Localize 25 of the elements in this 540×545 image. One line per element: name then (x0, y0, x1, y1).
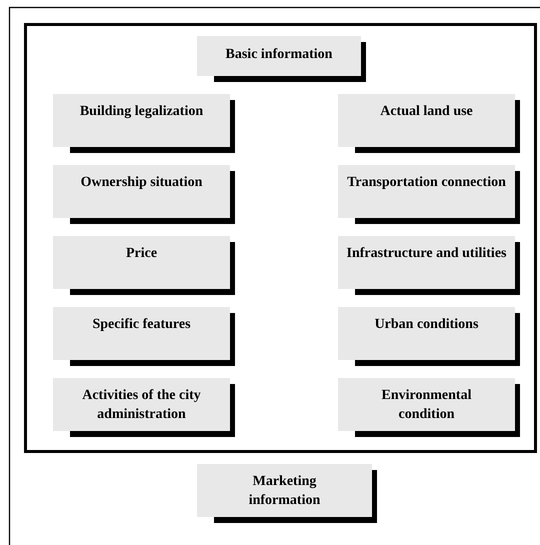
box-label: Urban conditions (374, 316, 480, 334)
box-label: Specific features (91, 316, 192, 334)
info-box (197, 464, 377, 523)
info-box (338, 307, 520, 366)
info-box (53, 94, 235, 153)
group-frame (24, 23, 537, 453)
info-box (338, 378, 520, 437)
box-label: Actual land use (379, 103, 474, 121)
box-label: Building legalization (78, 103, 204, 121)
box-label: Marketing information (248, 473, 322, 510)
box-label: Transportation connection (346, 174, 507, 192)
box-label: Ownership situation (80, 174, 204, 192)
box-label: Environmental condition (380, 387, 472, 424)
box-label: Activities of the city administration (81, 387, 202, 424)
info-box (338, 236, 520, 295)
info-box (338, 165, 520, 224)
info-box (53, 307, 235, 366)
info-box (53, 236, 235, 295)
info-box (197, 36, 366, 82)
info-box (53, 378, 235, 437)
box-label: Infrastructure and utilities (346, 245, 508, 263)
info-box (338, 94, 520, 153)
box-label: Price (124, 245, 158, 263)
info-box (53, 165, 235, 224)
box-label: Basic information (224, 46, 334, 64)
